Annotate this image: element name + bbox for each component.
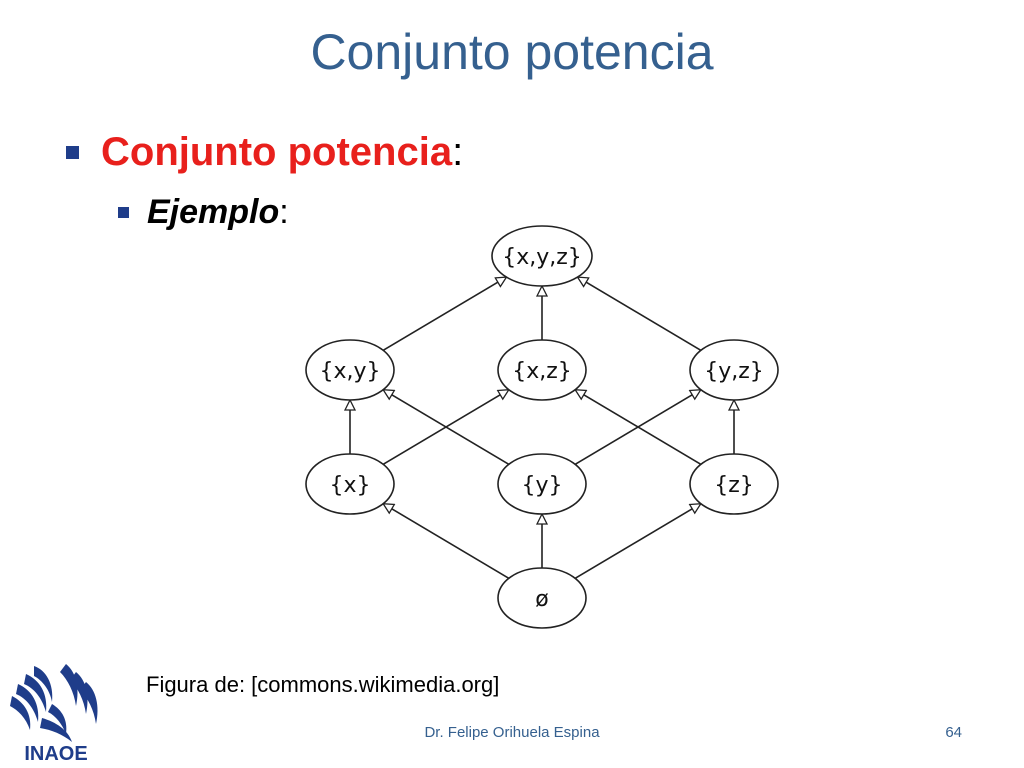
nodes-layer: {x,y,z} {x,y} {x,z} {y,z} {x} {y} {z} ø xyxy=(305,225,779,629)
node-label: {x,y,z} xyxy=(502,245,582,270)
node-ellipse xyxy=(305,339,395,401)
square-bullet-icon xyxy=(118,207,129,218)
node-empty: ø xyxy=(497,567,587,629)
edge-empty-to-x xyxy=(383,504,510,579)
logo-text: INAOE xyxy=(24,743,87,764)
footer-author: Dr. Felipe Orihuela Espina xyxy=(424,724,600,741)
bullet-colon: : xyxy=(452,130,464,174)
square-bullet-icon xyxy=(66,146,79,159)
edge-y-to-xy xyxy=(383,390,510,465)
node-ellipse xyxy=(497,453,587,515)
node-label: {x,y} xyxy=(319,359,380,384)
sub-bullet-colon: : xyxy=(279,193,289,231)
bullet-term: Conjunto potencia xyxy=(101,130,453,174)
sub-bullet-term: Ejemplo xyxy=(147,193,280,231)
node-label: ø xyxy=(535,587,548,612)
node-label: {y} xyxy=(521,473,562,498)
node-y: {y} xyxy=(497,453,587,515)
node-x: {x} xyxy=(305,453,395,515)
node-ellipse xyxy=(491,225,593,287)
inaoe-logo: INAOE xyxy=(10,664,98,764)
edge-yz-to-xyz xyxy=(578,277,702,351)
node-label: {z} xyxy=(714,473,754,498)
edge-empty-to-z xyxy=(574,504,701,579)
node-label: {x} xyxy=(329,473,370,498)
node-ellipse xyxy=(305,453,395,515)
edges-layer xyxy=(350,277,734,579)
node-label: {y,z} xyxy=(704,359,764,384)
edge-xy-to-xyz xyxy=(382,277,506,351)
node-z: {z} xyxy=(689,453,779,515)
node-label: {x,z} xyxy=(512,359,572,384)
node-xyz: {x,y,z} xyxy=(491,225,593,287)
node-ellipse xyxy=(497,567,587,629)
edge-z-to-xz xyxy=(575,390,702,465)
power-set-diagram: {x,y,z} {x,y} {x,z} {y,z} {x} {y} {z} ø xyxy=(305,225,779,629)
figure-caption: Figura de: [commons.wikimedia.org] xyxy=(146,672,500,697)
bullet-level-2: Ejemplo : xyxy=(118,193,289,232)
node-xz: {x,z} xyxy=(497,339,587,401)
bullet-level-1: Conjunto potencia : xyxy=(66,130,463,175)
node-xy: {x,y} xyxy=(305,339,395,401)
node-ellipse xyxy=(689,339,779,401)
node-ellipse xyxy=(497,339,587,401)
node-yz: {y,z} xyxy=(689,339,779,401)
slide-number: 64 xyxy=(945,724,962,741)
slide-title: Conjunto potencia xyxy=(310,24,714,80)
node-ellipse xyxy=(689,453,779,515)
